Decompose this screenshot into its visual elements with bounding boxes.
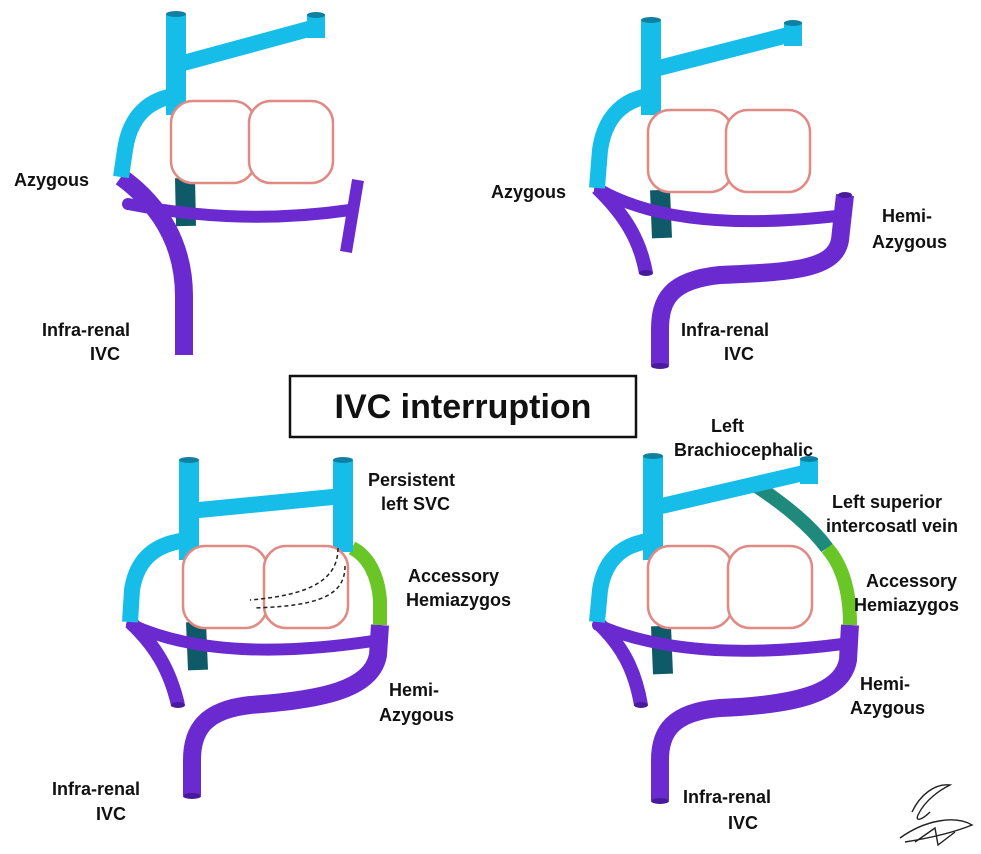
- infrarenal-label-line1: Infra-renal: [681, 320, 769, 340]
- accessory-hemiazygos-vein: [827, 548, 850, 625]
- heart-left-chamber: [171, 101, 255, 183]
- page-title: IVC interruption: [335, 388, 592, 426]
- panel-top-right: Azygous Hemi- Azygous Infra-renal IVC: [491, 17, 947, 369]
- infrarenal-label-line2: IVC: [724, 344, 754, 364]
- infrarenal-label-line2: IVC: [728, 813, 758, 833]
- svc-top: [179, 457, 199, 463]
- heart-right-chamber: [249, 101, 333, 183]
- author-signature: [900, 785, 972, 845]
- svc-cap-top: [784, 20, 802, 26]
- persistent-label-line1: Persistent: [368, 470, 455, 490]
- vein-end: [171, 702, 185, 708]
- accessory-label-line1: Accessory: [866, 571, 957, 591]
- hemiazygous-label-line1: Hemi-: [389, 680, 439, 700]
- hemiazygos-crossing-vein: [598, 625, 850, 651]
- vein-end: [639, 270, 653, 276]
- infrarenal-label-line1: Infra-renal: [52, 779, 140, 799]
- heart-left-chamber: [183, 546, 267, 628]
- azygous-label: Azygous: [14, 170, 89, 190]
- hemiazygos-top: [838, 192, 852, 198]
- heart-right-chamber: [726, 110, 810, 192]
- hemiazygos-segment: [346, 180, 358, 252]
- heart-left-chamber: [648, 110, 732, 192]
- heart-right-chamber: [264, 546, 348, 628]
- hemiazygous-label-line1: Hemi-: [860, 674, 910, 694]
- infrarenal-label-line2: IVC: [96, 804, 126, 824]
- bridging-vein: [189, 496, 343, 511]
- svc-top: [641, 17, 661, 23]
- brachiocephalic-vein: [176, 27, 316, 65]
- infrarenal-label-line1: Infra-renal: [42, 320, 130, 340]
- persistent-label-line2: left SVC: [381, 494, 450, 514]
- hemiazygos-crossing-vein: [600, 190, 845, 221]
- accessory-label-line1: Accessory: [408, 566, 499, 586]
- title-box: IVC interruption: [290, 376, 636, 437]
- ivc-end: [183, 793, 201, 799]
- intercostal-label-line1: Left superior: [832, 492, 942, 512]
- panel-top-left: Azygous Infra-renal IVC: [14, 11, 358, 364]
- ivc-end: [651, 798, 669, 804]
- infrarenal-label-line2: IVC: [90, 344, 120, 364]
- infrarenal-label-line1: Infra-renal: [683, 787, 771, 807]
- azygous-label: Azygous: [491, 182, 566, 202]
- heart-left-chamber: [648, 546, 732, 628]
- panel-bottom-right: Left Brachiocephalic Left superior inter…: [597, 416, 959, 833]
- ivc-end: [651, 363, 669, 369]
- panel-bottom-left: Persistent left SVC Accessory Hemiazygos…: [52, 457, 511, 824]
- accessory-hemiazygos-vein: [352, 548, 380, 625]
- brachiocephalic-label-line2: Brachiocephalic: [674, 440, 813, 460]
- hemiazygous-label-line2: Azygous: [379, 705, 454, 725]
- vein-end: [634, 702, 648, 708]
- hemiazygous-label-line1: Hemi-: [882, 206, 932, 226]
- accessory-label-line2: Hemiazygos: [854, 595, 959, 615]
- svc-top: [643, 453, 663, 459]
- brachiocephalic-vein: [651, 34, 792, 70]
- intercostal-label-line2: intercosatl vein: [826, 516, 958, 536]
- heart-right-chamber: [728, 546, 812, 628]
- hemiazygous-label-line2: Azygous: [850, 698, 925, 718]
- hemiazygous-label-line2: Azygous: [872, 232, 947, 252]
- svc-cap-top: [307, 12, 325, 18]
- accessory-label-line2: Hemiazygos: [406, 590, 511, 610]
- left-svc-top: [333, 457, 353, 463]
- brachiocephalic-label-line1: Left: [711, 416, 744, 436]
- svc-top: [166, 11, 186, 17]
- left-superior-intercostal-vein: [755, 485, 827, 548]
- hemiazygos-crossing-vein: [132, 625, 380, 650]
